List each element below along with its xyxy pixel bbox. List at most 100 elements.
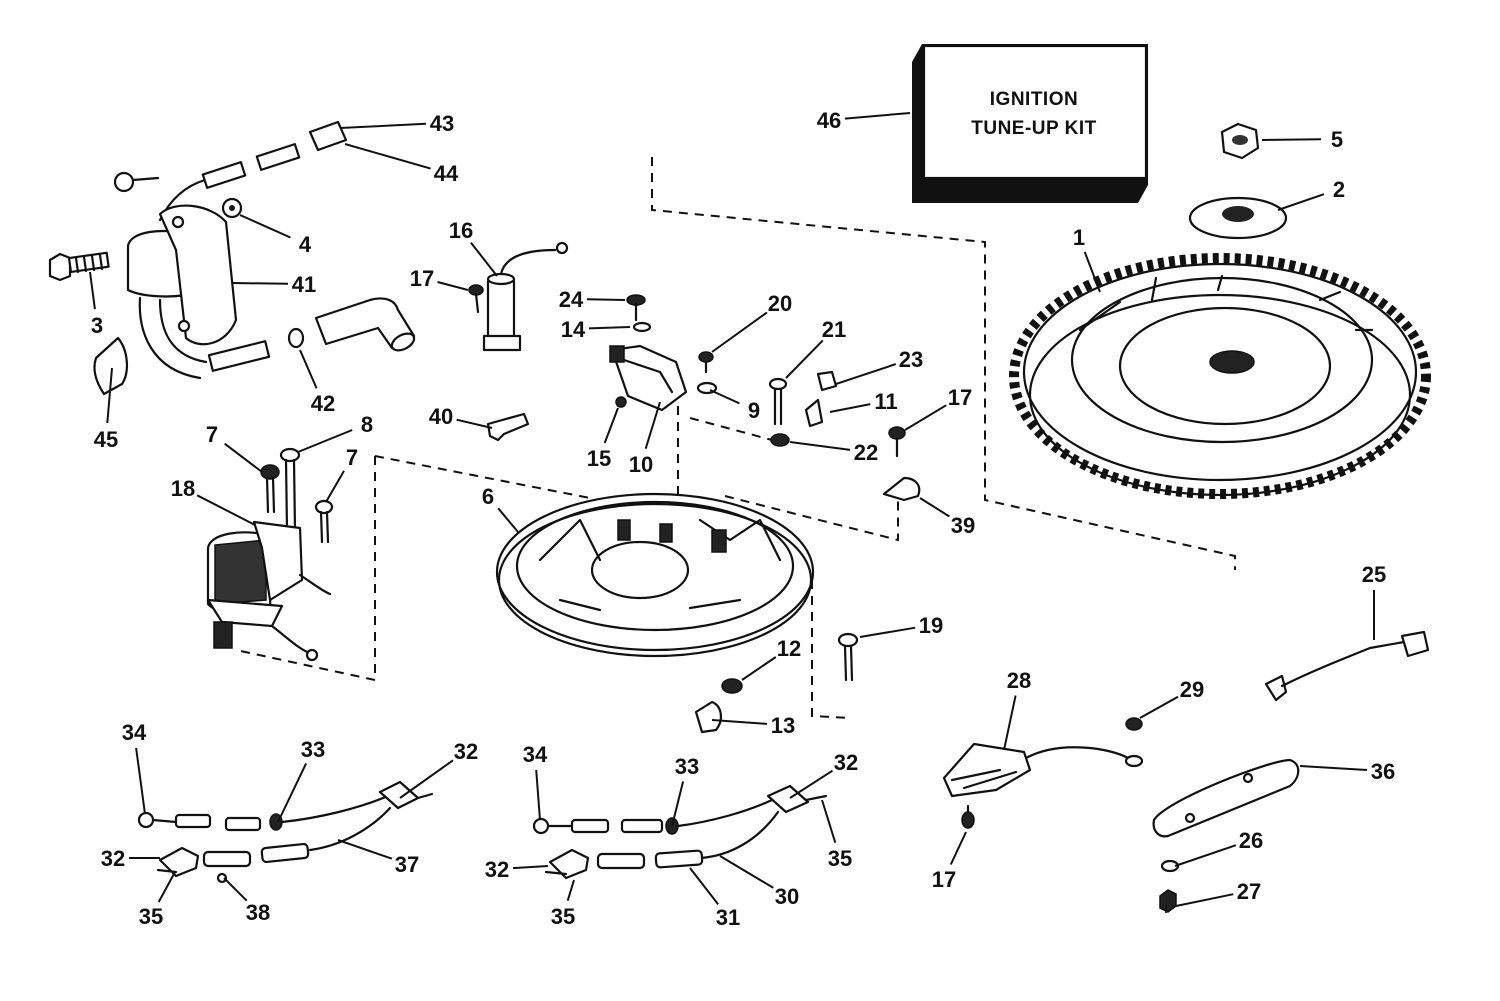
leader-c9 (709, 389, 740, 405)
leader-c24 (586, 298, 626, 301)
leader-c29 (1139, 695, 1179, 719)
callout-c23: 23 (899, 347, 923, 372)
callout-c32b: 32 (834, 750, 858, 775)
callout-c34b: 34 (523, 742, 548, 767)
right-wiring-harness-part (532, 784, 828, 880)
leader-c28 (1003, 695, 1017, 751)
leader-c22 (789, 441, 851, 451)
callout-c17a: 17 (410, 266, 434, 291)
leader-c46 (844, 112, 911, 120)
callout-c35a: 35 (139, 904, 163, 929)
lock-washer-part (221, 197, 243, 219)
leader-c36 (1299, 765, 1368, 771)
callout-c38: 38 (246, 900, 270, 925)
callout-c11: 11 (874, 389, 897, 414)
leader-c44 (344, 143, 431, 170)
cam-wick-hardware-part (696, 351, 838, 447)
leader-c43 (339, 122, 427, 129)
leader-c13 (711, 719, 768, 725)
coil-screw-part (48, 251, 110, 282)
charge-coil-part (206, 520, 332, 662)
callout-c41: 41 (292, 272, 316, 297)
callout-c15: 15 (587, 446, 611, 471)
callout-c1: 1 (1073, 225, 1085, 250)
callout-c33b: 33 (675, 754, 699, 779)
leader-c34a (135, 747, 146, 815)
throttle-cam-plate-part (1152, 758, 1300, 914)
leader-c14 (588, 326, 631, 330)
leader-c16 (470, 241, 498, 277)
leader-c10 (644, 401, 661, 449)
leader-c42 (299, 349, 318, 389)
leader-c12 (741, 656, 777, 681)
callout-c10: 10 (629, 452, 653, 477)
leader-c17b (904, 404, 947, 431)
leader-c45 (106, 367, 113, 424)
flywheel-nut-part (1220, 122, 1260, 160)
leader-c6 (497, 507, 519, 533)
leader-c23 (835, 363, 897, 385)
stator-plate-part (495, 492, 815, 658)
leader-c15 (603, 407, 619, 444)
stator-fasteners-part (694, 632, 859, 734)
breaker-points-part (609, 344, 688, 412)
callout-c28: 28 (1007, 668, 1031, 693)
leader-c26 (1174, 844, 1237, 867)
callout-c7a: 7 (206, 422, 218, 447)
leader-c30 (719, 855, 774, 889)
callout-c13: 13 (771, 713, 795, 738)
leader-c18 (196, 494, 256, 526)
leader-c31 (689, 867, 719, 906)
ignition-coil-part (126, 204, 238, 380)
callout-c6: 6 (482, 484, 494, 509)
timer-base-lead-part (942, 717, 1144, 829)
bracket-part (486, 412, 530, 442)
callout-c3: 3 (91, 313, 103, 338)
kit-box-line1: IGNITION (990, 89, 1078, 110)
left-wiring-harness-part (137, 780, 434, 884)
leader-c41 (232, 282, 289, 285)
leader-c7a (224, 442, 263, 473)
callout-c31: 31 (716, 905, 740, 930)
callout-c43: 43 (430, 111, 454, 136)
leader-c19 (859, 626, 916, 638)
callout-c24: 24 (559, 287, 584, 312)
leader-c21 (785, 339, 824, 379)
callout-c2: 2 (1333, 177, 1345, 202)
condenser-part (482, 241, 569, 352)
callout-c5: 5 (1331, 127, 1343, 152)
callout-c34a: 34 (122, 720, 147, 745)
callout-c45: 45 (94, 427, 118, 452)
callout-c17b: 17 (948, 385, 972, 410)
callout-c19: 19 (919, 613, 943, 638)
ignition-tune-up-kit-box: IGNITION TUNE-UP KIT (912, 44, 1148, 203)
leader-c33a (277, 762, 308, 823)
kit-box-line2: TUNE-UP KIT (971, 118, 1096, 139)
callout-c40: 40 (429, 404, 453, 429)
callout-c4: 4 (299, 232, 312, 257)
callout-c35c: 35 (828, 846, 852, 871)
leader-c5 (1261, 138, 1322, 141)
callout-c35b: 35 (551, 904, 575, 929)
callout-c17c: 17 (932, 867, 956, 892)
leader-c32b (789, 769, 834, 799)
flywheel-part (1009, 253, 1431, 499)
callout-c18: 18 (171, 476, 195, 501)
leader-c20 (711, 311, 768, 353)
clamp-screw-part (882, 426, 921, 502)
callout-c32d: 32 (485, 857, 509, 882)
callout-c20: 20 (768, 291, 792, 316)
leader-c32a (399, 759, 454, 799)
leader-c40 (456, 418, 493, 429)
leader-c3 (89, 271, 96, 310)
callout-c7b: 7 (346, 445, 358, 470)
leader-c32d (512, 865, 549, 870)
callout-c30: 30 (775, 884, 799, 909)
leader-c33b (671, 781, 685, 827)
leader-c2 (1277, 193, 1325, 211)
callout-c32a: 32 (454, 739, 478, 764)
leader-lines (89, 112, 1375, 907)
leader-c8 (297, 429, 353, 453)
